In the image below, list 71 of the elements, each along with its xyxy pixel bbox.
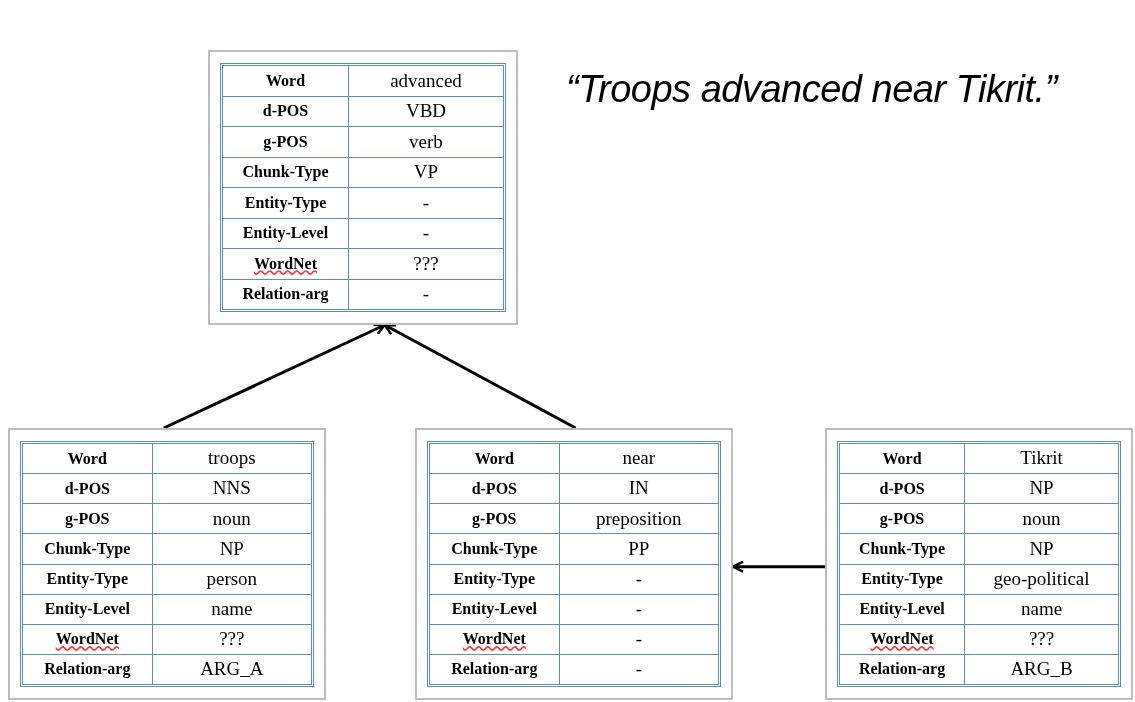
attribute-name: Chunk-Type xyxy=(223,157,349,187)
attribute-name: Entity-Level xyxy=(430,594,560,624)
attribute-table-card xyxy=(825,428,1133,700)
attribute-value: NP xyxy=(1028,476,1055,501)
attribute-name: Entity-Type xyxy=(223,188,349,218)
attribute-value: VBD xyxy=(404,99,448,123)
attribute-value: ARG_B xyxy=(1009,657,1074,682)
attribute-name: Entity-Level xyxy=(23,594,153,624)
attribute-value: advanced xyxy=(389,68,463,93)
attribute-name: Entity-Type xyxy=(23,564,153,594)
attribute-name: g-POS xyxy=(840,504,966,534)
attribute-value: IN xyxy=(627,476,650,501)
attribute-name: d-POS xyxy=(223,96,349,126)
attribute-table-card xyxy=(415,428,733,700)
attribute-name: Word xyxy=(840,444,966,474)
attribute-value: - xyxy=(421,282,431,306)
arrow xyxy=(163,323,386,430)
attribute-name: WordNet xyxy=(223,249,349,279)
attribute-name: Word xyxy=(430,444,560,474)
attribute-name: Relation-arg xyxy=(430,654,560,684)
attribute-name: d-POS xyxy=(23,474,153,504)
attribute-value: NNS xyxy=(211,476,252,501)
attribute-table-card xyxy=(208,50,518,325)
attribute-value: - xyxy=(634,657,643,682)
attribute-name: WordNet xyxy=(840,624,966,654)
attribute-name: Entity-Type xyxy=(430,564,560,594)
attribute-name: Relation-arg xyxy=(23,654,153,684)
attribute-value: ARG_A xyxy=(199,657,265,682)
attribute-name: Word xyxy=(223,66,349,96)
attribute-value: near xyxy=(621,446,657,471)
attribute-value: - xyxy=(634,566,643,591)
attribute-name: d-POS xyxy=(430,474,560,504)
title: “Troops advanced near Tikrit.” xyxy=(566,67,1057,112)
attribute-name: Chunk-Type xyxy=(430,534,560,564)
attribute-table-card xyxy=(8,428,326,700)
attribute-value: troops xyxy=(207,446,257,471)
attribute-value: name xyxy=(210,596,254,621)
attribute-name: WordNet xyxy=(23,624,153,654)
attribute-name: WordNet xyxy=(430,624,560,654)
attribute-value: ??? xyxy=(412,251,440,276)
attribute-name: g-POS xyxy=(23,504,153,534)
attribute-value: ??? xyxy=(1027,627,1056,652)
attribute-value: NP xyxy=(218,536,245,561)
attribute-value: preposition xyxy=(595,506,683,531)
attribute-value: VP xyxy=(412,160,440,184)
attribute-value: name xyxy=(1019,596,1064,621)
attribute-value: noun xyxy=(211,506,252,531)
attribute-value: - xyxy=(634,627,643,652)
attribute-value: geo-political xyxy=(992,566,1091,591)
attribute-value: PP xyxy=(627,536,651,561)
attribute-value: - xyxy=(421,190,431,215)
attribute-value: NP xyxy=(1028,536,1055,561)
attribute-name: Chunk-Type xyxy=(23,534,153,564)
attribute-value: noun xyxy=(1021,506,1062,531)
attribute-name: g-POS xyxy=(430,504,560,534)
arrow xyxy=(383,323,577,430)
attribute-name: Relation-arg xyxy=(840,654,966,684)
attribute-name: Relation-arg xyxy=(223,279,349,309)
attribute-name: Word xyxy=(23,444,153,474)
attribute-value: person xyxy=(205,566,259,591)
attribute-name: g-POS xyxy=(223,127,349,157)
attribute-name: Entity-Level xyxy=(840,594,966,624)
attribute-value: verb xyxy=(408,129,444,154)
attribute-value: - xyxy=(421,221,431,245)
attribute-name: Entity-Level xyxy=(223,218,349,248)
attribute-value: - xyxy=(634,596,643,621)
attribute-value: Tikrit xyxy=(1019,446,1064,471)
attribute-name: Entity-Type xyxy=(840,564,966,594)
attribute-name: d-POS xyxy=(840,474,966,504)
attribute-name: Chunk-Type xyxy=(840,534,966,564)
attribute-value: ??? xyxy=(218,627,246,652)
